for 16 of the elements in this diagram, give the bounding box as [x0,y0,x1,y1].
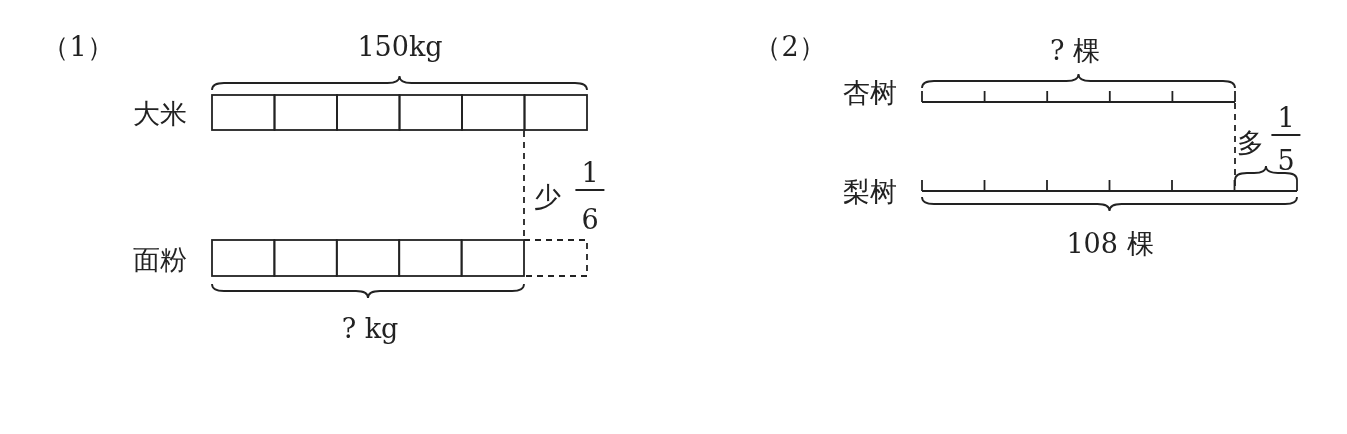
fraction-denominator: 5 [1276,146,1296,174]
row-label: 面粉 [133,245,187,273]
quantity-label: ? kg [341,314,399,342]
quantity-label: ? 棵 [1049,36,1101,64]
row-label: 杏树 [843,78,897,106]
fraction-denominator: 6 [580,205,600,233]
comparison-word: 多 [1236,128,1264,156]
row-label: 大米 [133,99,187,127]
fraction-numerator: 1 [1271,104,1301,136]
problem-number: （1） [42,32,114,60]
problem-number: （2） [754,32,826,60]
quantity-label: 108 棵 [1066,229,1154,257]
fraction-numerator: 1 [575,159,605,191]
quantity-label: 150kg [357,32,443,60]
comparison-word: 少 [533,182,561,210]
row-label: 梨树 [843,177,897,205]
